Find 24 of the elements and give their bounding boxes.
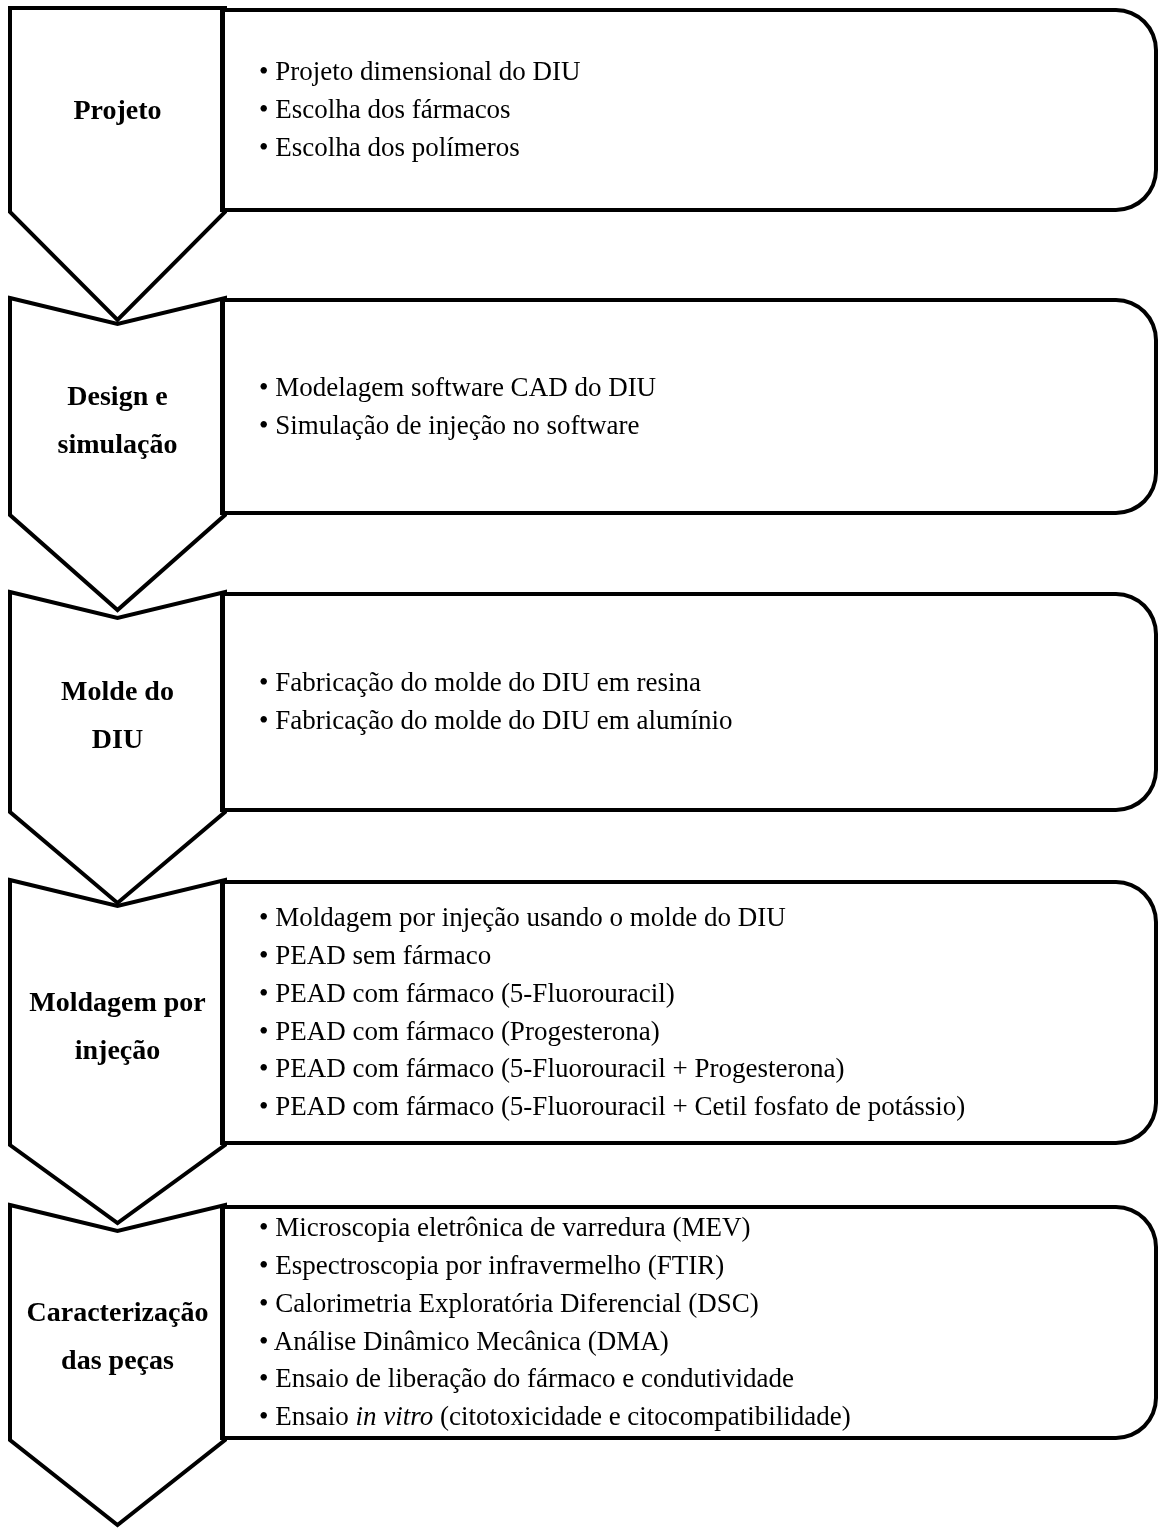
bullet-item: • Modelagem software CAD do DIU [259, 370, 658, 404]
bullet-item: • PEAD com fármaco (Progesterona) [259, 1014, 661, 1048]
bullet-item: • PEAD sem fármaco [259, 938, 493, 972]
bullet-item: • Escolha dos polímeros [259, 130, 521, 164]
bullet-item: • Ensaio in vitro (citotoxicidade e citocompatibilidade) [259, 1400, 852, 1434]
bullet-item: • Moldagem por injeção usando o molde do DIU [259, 901, 787, 935]
stage-title: Moldagem por injeção [28, 984, 207, 1067]
bullet-item: • Microscopia eletrônica de varredura (MEV) [259, 1211, 752, 1245]
stage-title: Caracterização das peças [25, 1294, 210, 1377]
stage-title: Projeto [73, 93, 162, 128]
bullet-item: • Fabricação do molde do DIU em alumínio [259, 704, 734, 737]
bullet-item: • Calorimetria Exploratória Diferencial (DSC) [259, 1286, 760, 1320]
bullet-item: • Ensaio de liberação do fármaco e condutividade [259, 1362, 795, 1396]
bullet-item: • Espectroscopia por infravermelho (FTIR) [259, 1248, 726, 1282]
stage-title: Molde do DIU [60, 674, 175, 756]
bullet-item: • PEAD com fármaco (5-Fluorouracil + Progesterona) [259, 1052, 846, 1086]
bullet-item: • Fabricação do molde do DIU em resina [259, 666, 703, 700]
bullet-item: • PEAD com fármaco (5-Fluorouracil) [259, 976, 676, 1010]
bullet-item: • Projeto dimensional do DIU [259, 55, 582, 89]
bullet-item: • Escolha dos fármacos [259, 93, 512, 127]
bullet-item: • Análise Dinâmico Mecânica (DMA) [259, 1324, 670, 1358]
stage-title: Design e simulação [56, 378, 179, 461]
bullet-item: • PEAD com fármaco (5-Fluorouracil + Cetil fosfato de potássio) [259, 1090, 967, 1124]
bullet-item: • Simulação de injeção no software [259, 408, 641, 442]
